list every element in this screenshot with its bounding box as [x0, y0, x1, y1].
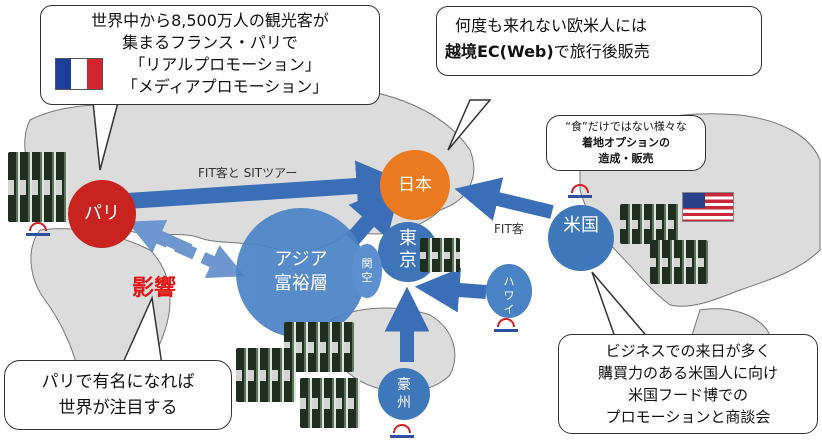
- options-line3: 造成・販売: [598, 152, 654, 165]
- ec-line1: 何度も来れない欧米人には: [455, 16, 648, 35]
- australia-line1: 豪: [397, 377, 411, 393]
- options-line2: 着地オプションの: [582, 136, 670, 149]
- fit-label: FIT客: [494, 222, 524, 236]
- arrow-usa-japan: [454, 177, 554, 221]
- famous-line1: パリで有名になれば: [41, 372, 195, 392]
- sake-bottles-image-usa-2: [650, 240, 708, 284]
- paris-promo-line1: 世界中から8,500万人の観光客が: [91, 11, 329, 30]
- sake-bottles-image-asia-2: [236, 348, 296, 402]
- asia-line2: 富裕層: [274, 273, 328, 294]
- paris-node: パリ: [68, 180, 136, 248]
- ec-line2-bold: 越境EC(Web): [445, 42, 554, 61]
- business-bubble: ビジネスでの来日が多く 購買力のある米国人に向け 米国フード博での プロモーショ…: [558, 334, 818, 434]
- kansai-node: 関空: [352, 244, 382, 298]
- arrow-hawaii-tokyo: [414, 267, 487, 313]
- usa-label: 米国: [563, 215, 599, 236]
- famous-line2: 世界が注目する: [58, 398, 178, 418]
- asia-node: アジア 富裕層: [236, 208, 366, 338]
- paris-promo-line4: 「メディアプロモーション」: [121, 77, 329, 96]
- fit-sit-label: FIT客と SITツアー: [198, 166, 298, 180]
- japan-label: 日本: [398, 175, 432, 195]
- tokyo-line2: 京: [399, 250, 417, 271]
- tail-ec: [447, 99, 492, 151]
- ec-line2-rest: で旅行後販売: [553, 42, 650, 61]
- travel-logo-japan: [568, 184, 592, 198]
- hawaii-label: ハワイ: [503, 275, 515, 316]
- options-line1: “食”だけではない様々な: [565, 120, 687, 133]
- arrow-asia-paris-dashed: [127, 220, 193, 256]
- business-line1: ビジネスでの来日が多く: [605, 342, 771, 360]
- tokyo-line1: 東: [399, 228, 417, 249]
- australia-line2: 州: [397, 395, 411, 411]
- tokyo-node: 東 京: [378, 222, 438, 282]
- arrow-paris-japan: [111, 160, 408, 212]
- paris-promo-line3: 「リアルプロモーション」: [129, 55, 321, 74]
- australia-node: 豪 州: [378, 368, 430, 420]
- arrow-asia-japan: [345, 182, 402, 246]
- business-line2: 購買力のある米国人に向け: [597, 364, 778, 382]
- usa-flag: [682, 192, 734, 222]
- business-line4: プロモーションと商談会: [605, 408, 771, 426]
- sake-bottles-image-tokyo: [420, 238, 460, 272]
- sake-bottles-image-asia-3: [300, 378, 360, 428]
- hawaii-node: ハワイ: [486, 264, 532, 318]
- france-flag: [55, 58, 103, 90]
- travel-logo-paris: [26, 222, 50, 236]
- famous-bubble: パリで有名になれば 世界が注目する: [4, 360, 232, 430]
- ec-bubble: 何度も来れない欧米人には 越境EC(Web)で旅行後販売: [436, 6, 762, 76]
- japan-node: 日本: [380, 150, 450, 220]
- paris-promo-line2: 集まるフランス・パリで: [122, 33, 298, 52]
- usa-node: 米国: [548, 205, 614, 271]
- travel-logo-australia: [390, 424, 414, 438]
- paris-promo-bubble: 世界中から8,500万人の観光客が 集まるフランス・パリで 「リアルプロモーショ…: [40, 5, 380, 105]
- asia-line1: アジア: [274, 249, 328, 270]
- sake-bottles-image-usa-1: [620, 204, 680, 244]
- kansai-label: 関空: [361, 257, 373, 284]
- influence-label: 影響: [132, 276, 177, 301]
- tail-business: [591, 271, 652, 341]
- sake-bottles-image-paris: [8, 152, 68, 222]
- paris-label: パリ: [84, 203, 120, 224]
- options-bubble: “食”だけではない様々な 着地オプションの 造成・販売: [546, 115, 706, 171]
- business-line3: 米国フード博での: [627, 386, 748, 404]
- travel-logo-hawaii: [494, 318, 518, 332]
